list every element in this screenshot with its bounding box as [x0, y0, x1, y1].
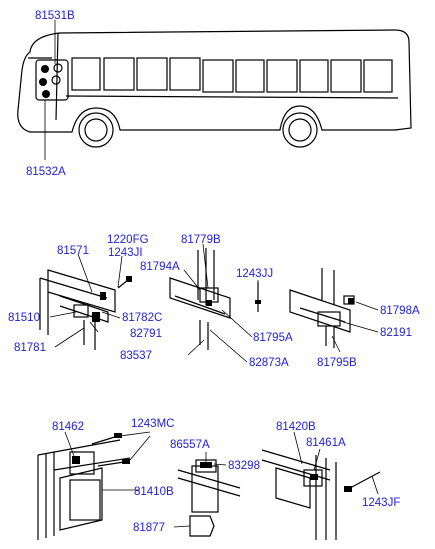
window-rail-assembly-3 [289, 268, 379, 353]
screw-1243jj [255, 280, 261, 312]
label-1243jf: 1243JF [362, 497, 400, 509]
label-81461a: 81461A [306, 437, 346, 449]
label-81782c: 81782C [122, 312, 162, 324]
label-81798a: 81798A [380, 305, 420, 317]
label-82873a: 82873A [249, 357, 289, 369]
label-81795b: 81795B [317, 357, 357, 369]
label-81532a: 81532A [26, 166, 66, 178]
label-82791: 82791 [130, 328, 162, 340]
label-1220fg: 1220FG [107, 234, 149, 246]
label-81531b: 81531B [35, 10, 75, 22]
label-81795a: 81795A [253, 332, 293, 344]
label-81781: 81781 [14, 342, 46, 354]
side-panel-assembly-5 [173, 452, 241, 537]
label-1243jj: 1243JJ [236, 268, 273, 280]
bus-illustration [17, 20, 412, 160]
label-81420b: 81420B [276, 421, 316, 433]
window-rail-assembly-1 [39, 253, 132, 350]
label-81510: 81510 [8, 312, 40, 324]
window-rail-assembly-2 [169, 243, 253, 363]
label-83537: 83537 [120, 350, 152, 362]
label-81462: 81462 [52, 421, 84, 433]
label-81779b: 81779B [181, 234, 221, 246]
side-panel-assembly-4 [37, 431, 151, 540]
label-81571: 81571 [57, 245, 89, 257]
label-86557a: 86557A [170, 439, 210, 451]
label-81794a: 81794A [140, 261, 180, 273]
label-83298: 83298 [228, 460, 260, 472]
side-panel-assembly-6 [261, 431, 381, 540]
label-81877: 81877 [133, 522, 165, 534]
label-82191: 82191 [380, 327, 412, 339]
bus-windows [71, 57, 393, 93]
label-1243mc: 1243MC [131, 418, 174, 430]
label-1243ji: 1243JI [108, 247, 143, 259]
label-81410b: 81410B [134, 486, 174, 498]
